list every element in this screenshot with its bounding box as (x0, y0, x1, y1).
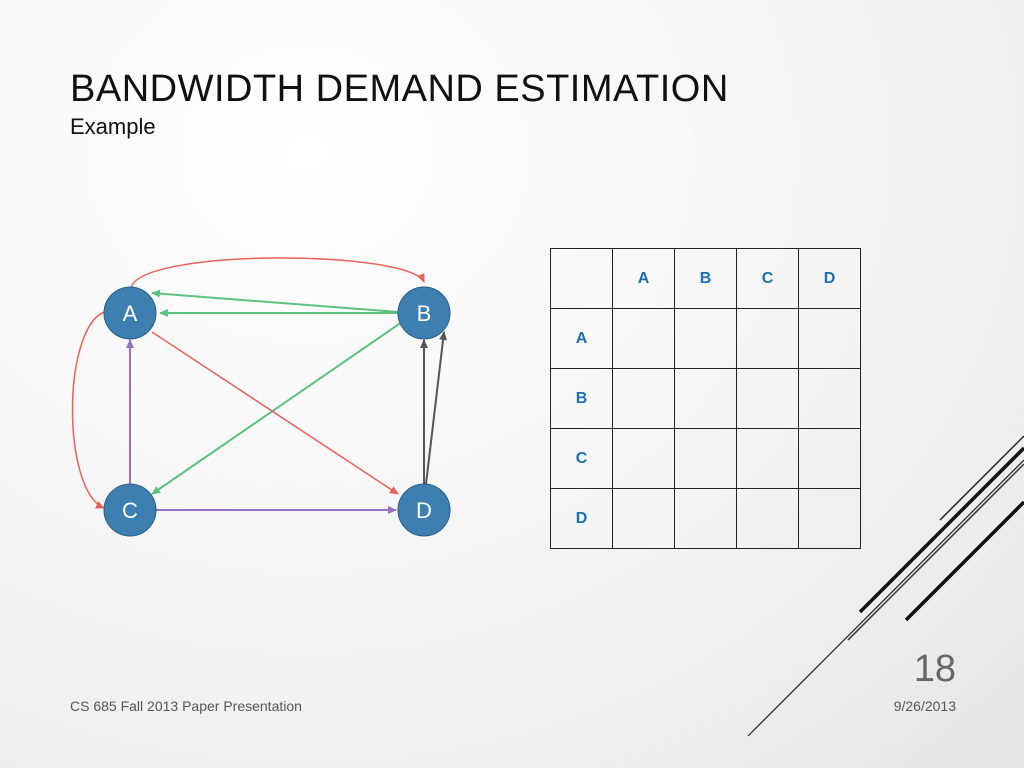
matrix-cell (736, 368, 799, 429)
node-d: D (397, 483, 451, 537)
matrix-row: A (550, 308, 861, 369)
matrix-row-header: C (550, 428, 613, 489)
matrix-cell (612, 368, 675, 429)
edge-a-to-d (151, 331, 399, 495)
demand-matrix: A B C D A B C D (550, 248, 861, 549)
matrix-cell (674, 428, 737, 489)
matrix-row-header: B (550, 368, 613, 429)
node-a: A (103, 286, 157, 340)
matrix-cell (798, 368, 861, 429)
edge-a-to-c (71, 311, 105, 509)
matrix-corner-cell (550, 248, 613, 309)
matrix-row-header: D (550, 488, 613, 549)
matrix-col-header: D (798, 248, 861, 309)
edge-b-to-c (151, 321, 403, 495)
slide-title: BANDWIDTH DEMAND ESTIMATION (70, 68, 729, 110)
matrix-cell (612, 488, 675, 549)
matrix-cell (674, 368, 737, 429)
matrix-col-header: B (674, 248, 737, 309)
matrix-cell (798, 308, 861, 369)
svg-text:A: A (123, 301, 138, 326)
edge-d-to-b-2 (425, 331, 448, 485)
matrix-header-row: A B C D (550, 248, 861, 309)
footer-date: 9/26/2013 (893, 698, 956, 714)
matrix-cell (736, 308, 799, 369)
matrix-cell (612, 428, 675, 489)
matrix-cell (736, 428, 799, 489)
matrix-row: D (550, 488, 861, 549)
svg-text:D: D (416, 498, 432, 523)
svg-text:C: C (122, 498, 138, 523)
matrix-cell (798, 488, 861, 549)
svg-text:B: B (417, 301, 432, 326)
page-number: 18 (913, 648, 956, 690)
matrix-cell (736, 488, 799, 549)
node-c: C (103, 483, 157, 537)
matrix-row-header: A (550, 308, 613, 369)
matrix-cell (612, 308, 675, 369)
matrix-cell (798, 428, 861, 489)
matrix-row: B (550, 368, 861, 429)
slide-subtitle: Example (70, 114, 156, 139)
matrix-row: C (550, 428, 861, 489)
edge-b-to-a-1 (151, 289, 399, 313)
edge-a-to-b (130, 257, 425, 289)
matrix-cell (674, 308, 737, 369)
matrix-col-header: C (736, 248, 799, 309)
matrix-col-header: A (612, 248, 675, 309)
node-b: B (397, 286, 451, 340)
matrix-cell (674, 488, 737, 549)
footer-course: CS 685 Fall 2013 Paper Presentation (70, 698, 302, 714)
